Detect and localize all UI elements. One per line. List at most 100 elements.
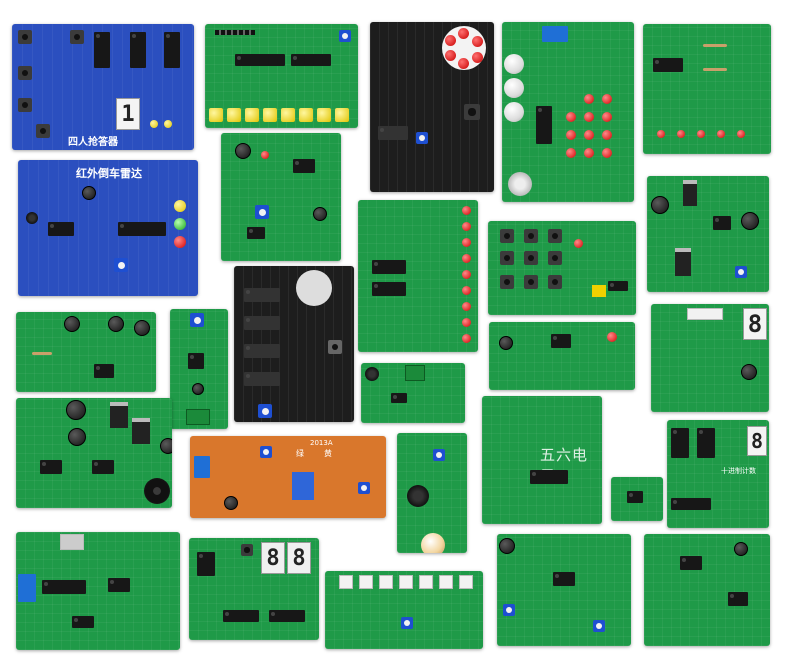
- ic-chip: [378, 126, 408, 140]
- screw-terminal: [18, 574, 36, 602]
- push-button: [70, 30, 84, 44]
- push-button: [548, 229, 562, 243]
- led-ring-plate: [296, 270, 332, 306]
- led-bar: [359, 575, 373, 589]
- board-led-chaser: [205, 24, 358, 128]
- board-wuliu: 五六电子: [482, 396, 602, 524]
- trimmer-potentiometer: [503, 604, 515, 616]
- microphone: [407, 485, 429, 507]
- led-red: [472, 36, 483, 47]
- push-button: [524, 251, 538, 265]
- ic-chip: [671, 498, 711, 510]
- ic-chip: [94, 32, 110, 68]
- ic-chip: [536, 106, 552, 144]
- board-led-flash: [502, 22, 634, 202]
- push-button: [18, 66, 32, 80]
- electrolytic-capacitor: [651, 196, 669, 214]
- board-decade-counter: 8 十进制计数: [667, 420, 769, 528]
- trimmer-potentiometer: [114, 258, 128, 272]
- buzzer: [508, 172, 532, 196]
- voltage-regulator: [675, 248, 691, 276]
- electrolytic-capacitor: [64, 316, 80, 332]
- led-bar: [339, 575, 353, 589]
- led-red: [602, 148, 612, 158]
- led-red: [607, 332, 617, 342]
- board-ir-parking-radar: 红外倒车雷达: [18, 160, 198, 296]
- led-red: [458, 58, 469, 69]
- ic-chip: [391, 393, 407, 403]
- push-button: [328, 340, 342, 354]
- ic-chip: [728, 592, 748, 606]
- electrolytic-capacitor: [192, 383, 204, 395]
- ic-chip: [235, 54, 285, 66]
- led-red: [462, 254, 471, 263]
- pin-header: [215, 30, 255, 35]
- led-yellow: [227, 108, 241, 122]
- led-red: [737, 130, 745, 138]
- board-vu-meter: [325, 571, 483, 649]
- push-button: [500, 275, 514, 289]
- led-yellow: [299, 108, 313, 122]
- led-red: [602, 112, 612, 122]
- ic-chip: [92, 460, 114, 474]
- ic-chip: [293, 159, 315, 173]
- led-yellow: [174, 200, 186, 212]
- led-bar: [439, 575, 453, 589]
- trimmer-potentiometer: [190, 313, 204, 327]
- ic-chip: [291, 54, 331, 66]
- ic-chip: [671, 428, 689, 458]
- board-counter: [643, 24, 771, 154]
- led-red: [458, 28, 469, 39]
- ic-chip: [372, 260, 406, 274]
- board-keypad: [488, 221, 636, 315]
- push-button: [464, 104, 480, 120]
- trimmer-potentiometer: [593, 620, 605, 632]
- electrolytic-capacitor: [66, 400, 86, 420]
- resistor: [703, 44, 727, 47]
- board-ne555: [16, 312, 156, 392]
- board-sound-light: [397, 433, 467, 553]
- led-yellow: [164, 120, 172, 128]
- ic-chip: [553, 572, 575, 586]
- light-bulb: [421, 533, 445, 553]
- ic-chip: [627, 491, 643, 503]
- screw-terminal: [405, 365, 425, 381]
- relay: [292, 472, 314, 500]
- led-red: [566, 130, 576, 140]
- led-red: [584, 148, 594, 158]
- push-button: [36, 124, 50, 138]
- board-black-led-ring: [370, 22, 494, 192]
- led-red: [566, 112, 576, 122]
- led-red: [462, 318, 471, 327]
- electrolytic-capacitor: [82, 186, 96, 200]
- electrolytic-capacitor: [741, 364, 757, 380]
- seven-segment-display: 8: [261, 542, 285, 574]
- ic-chip: [653, 58, 683, 72]
- ic-chip: [48, 222, 74, 236]
- led-bar: [459, 575, 473, 589]
- ic-chip: [680, 556, 702, 570]
- voltage-regulator: [132, 418, 150, 444]
- ic-chip: [530, 470, 568, 484]
- board-power: [16, 398, 172, 508]
- board-relay-2013a: 2013A 绿 黄: [190, 436, 386, 518]
- led-red: [445, 50, 456, 61]
- ic-chip: [130, 32, 146, 68]
- electrolytic-capacitor: [741, 212, 759, 230]
- led-red: [697, 130, 705, 138]
- board-lm358: [221, 133, 341, 261]
- ic-chip: [244, 316, 280, 330]
- electrolytic-capacitor: [235, 143, 251, 159]
- electrolytic-capacitor: [499, 336, 513, 350]
- board-smd: [611, 477, 663, 521]
- push-button: [524, 275, 538, 289]
- led-red: [602, 94, 612, 104]
- ic-chip: [42, 580, 86, 594]
- trimmer-potentiometer: [339, 30, 351, 42]
- resistor: [32, 352, 52, 355]
- led-red: [657, 130, 665, 138]
- led-yellow: [281, 108, 295, 122]
- ic-chip: [108, 578, 130, 592]
- led-red: [584, 130, 594, 140]
- led-red: [472, 52, 483, 63]
